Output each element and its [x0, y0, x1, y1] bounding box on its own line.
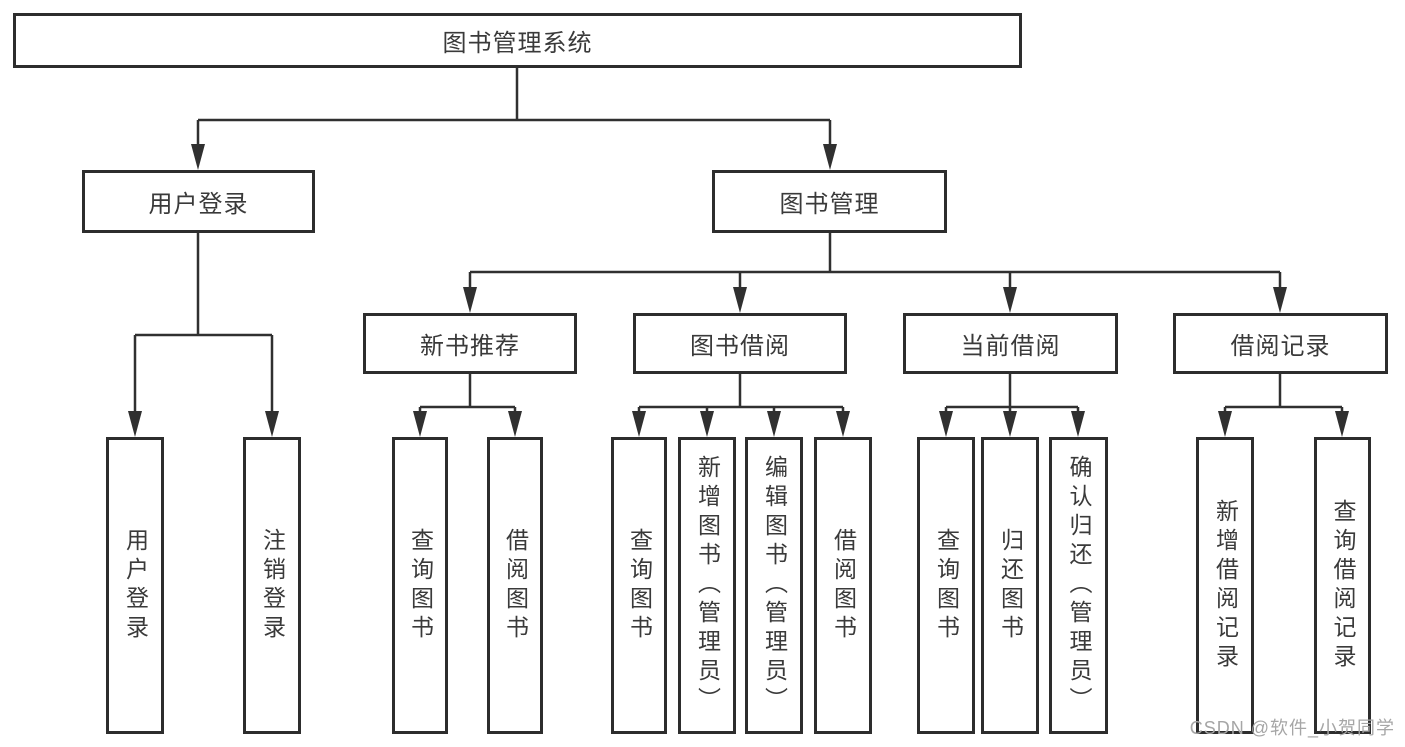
- leaf-user-login: 用户登录: [106, 437, 164, 734]
- arrowhead: [191, 144, 205, 170]
- leaf-query-books-borrow: 查询图书: [611, 437, 667, 734]
- arrowhead: [1003, 287, 1017, 313]
- leaf-query-books-recommend: 查询图书: [392, 437, 448, 734]
- arrowhead: [1003, 411, 1017, 437]
- leaf-logout: 注销登录: [243, 437, 301, 734]
- arrowhead: [265, 411, 279, 437]
- arrowhead: [836, 411, 850, 437]
- arrowhead: [939, 411, 953, 437]
- arrowhead: [767, 411, 781, 437]
- connector-root-to-level1: [196, 68, 832, 148]
- arrowhead: [128, 411, 142, 437]
- arrowhead: [700, 411, 714, 437]
- leaf-query-books-current: 查询图书: [917, 437, 975, 734]
- arrowhead: [632, 411, 646, 437]
- leaf-add-books-admin: 新增图书（管理员）: [678, 437, 736, 734]
- connector-userlogin-to-leaves: [133, 233, 274, 414]
- csdn-watermark: CSDN @软件_小贺同学: [1189, 718, 1395, 738]
- node-book-management: 图书管理: [712, 170, 947, 233]
- connector-newbooks-to-leaves: [418, 374, 517, 414]
- arrowhead: [1218, 411, 1232, 437]
- leaf-confirm-return-admin: 确认归还（管理员）: [1049, 437, 1108, 734]
- arrowhead: [1335, 411, 1349, 437]
- arrowhead: [733, 287, 747, 313]
- node-library-management-system: 图书管理系统: [13, 13, 1022, 68]
- arrowhead: [413, 411, 427, 437]
- node-user-login: 用户登录: [82, 170, 315, 233]
- arrowhead: [823, 144, 837, 170]
- connector-currentborrow-to-leaves: [944, 374, 1080, 414]
- leaf-add-borrow-record: 新增借阅记录: [1196, 437, 1254, 734]
- node-borrow-records: 借阅记录: [1173, 313, 1388, 374]
- leaf-borrow-books: 借阅图书: [814, 437, 872, 734]
- connector-borrowrecords-to-leaves: [1223, 374, 1344, 414]
- arrowhead: [463, 287, 477, 313]
- leaf-edit-books-admin: 编辑图书（管理员）: [745, 437, 803, 734]
- connector-bookborrow-to-leaves: [637, 374, 845, 414]
- leaf-query-borrow-record: 查询借阅记录: [1314, 437, 1371, 734]
- connector-bookmgmt-to-level2: [468, 233, 1282, 290]
- node-current-borrow: 当前借阅: [903, 313, 1118, 374]
- node-book-borrow: 图书借阅: [633, 313, 847, 374]
- leaf-borrow-books-recommend: 借阅图书: [487, 437, 543, 734]
- arrowhead: [1273, 287, 1287, 313]
- arrowhead: [508, 411, 522, 437]
- leaf-return-books: 归还图书: [981, 437, 1039, 734]
- node-new-book-recommend: 新书推荐: [363, 313, 577, 374]
- arrowhead: [1071, 411, 1085, 437]
